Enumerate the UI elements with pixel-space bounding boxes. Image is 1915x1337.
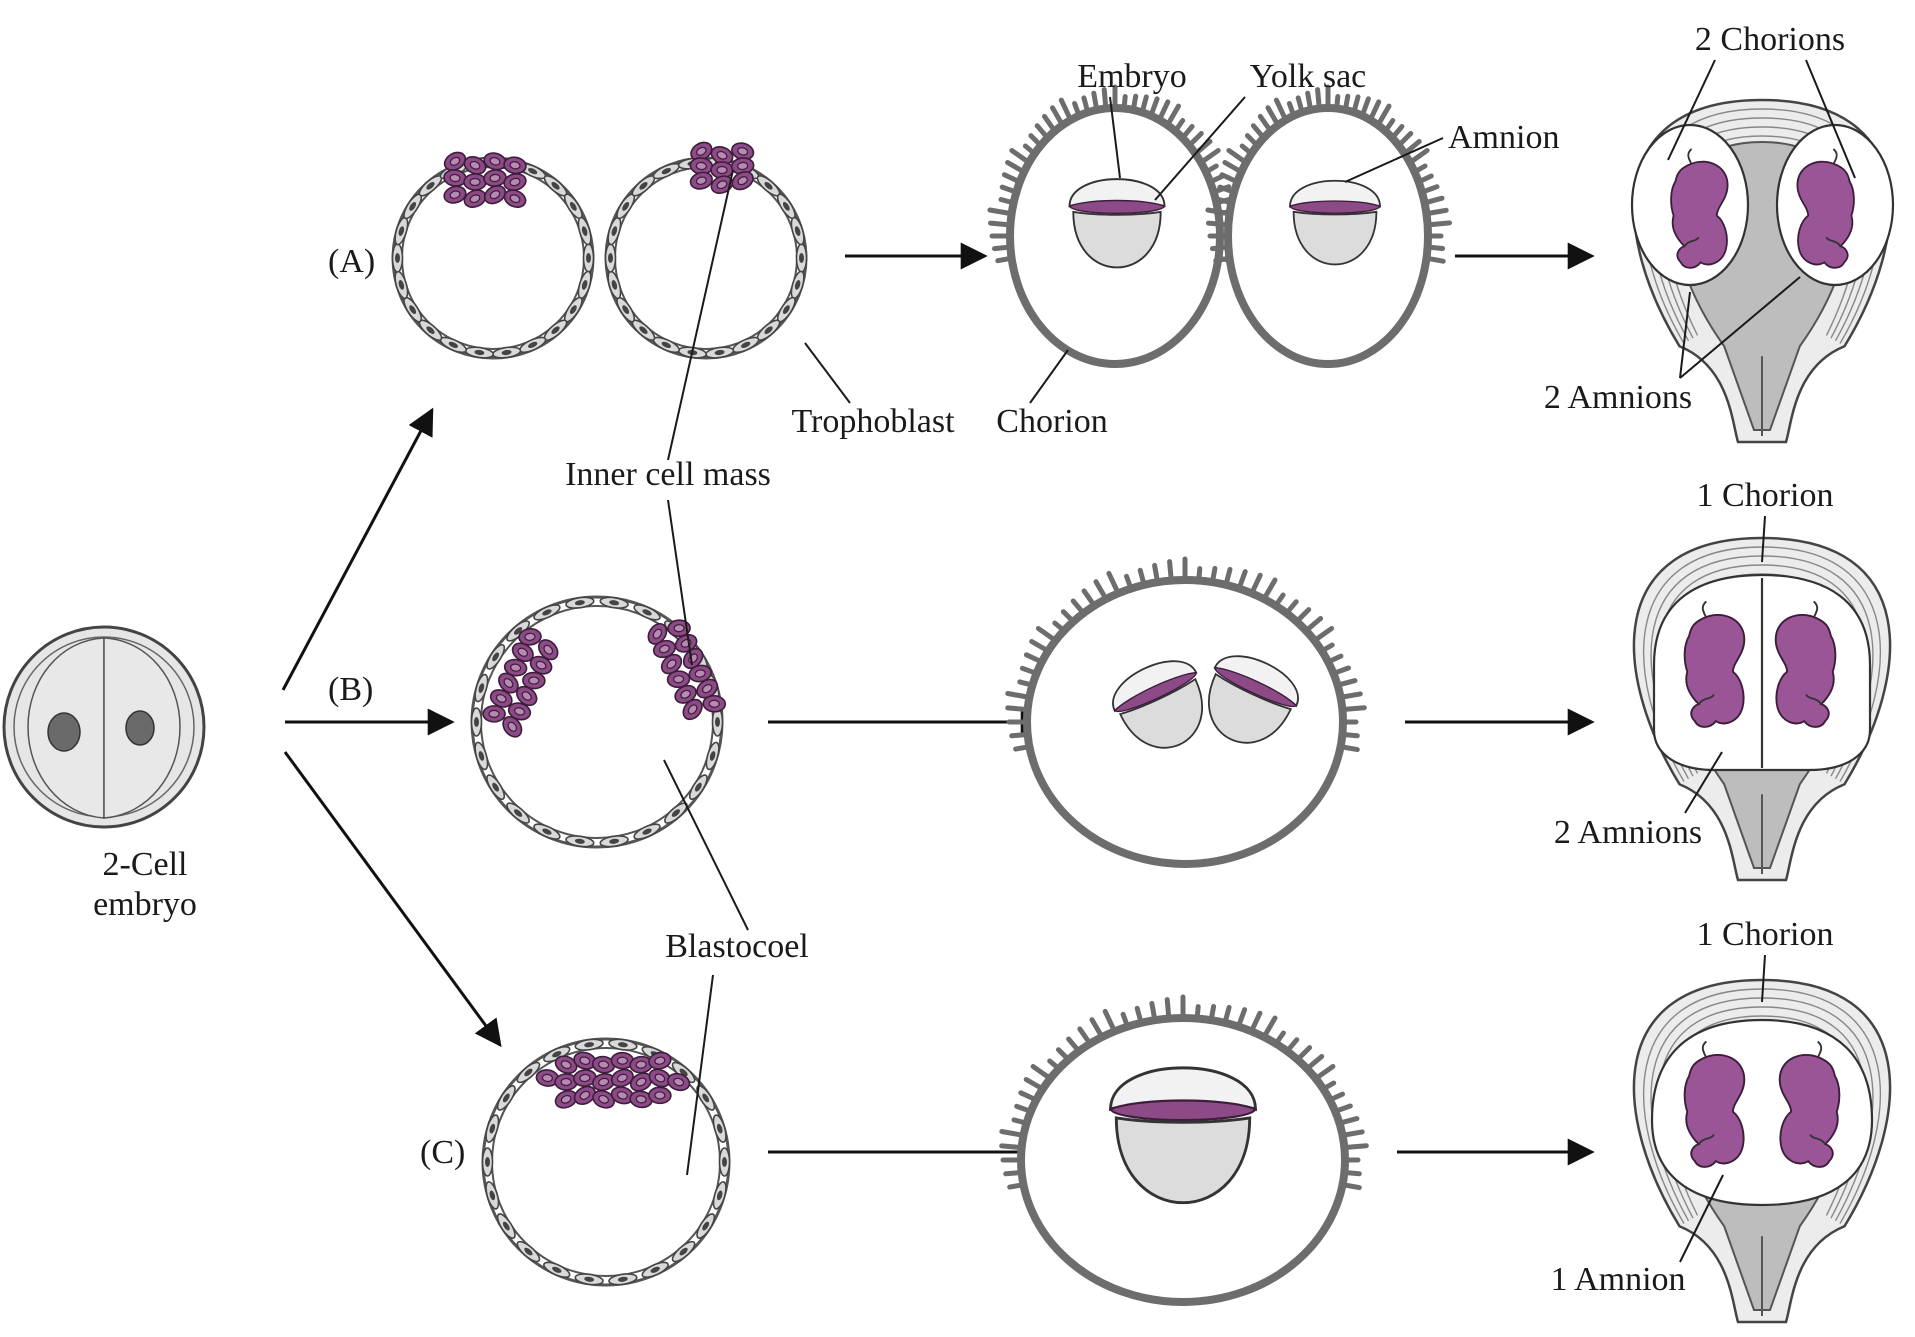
inner-cell-mass-a-left xyxy=(441,149,528,210)
icm-nucleus xyxy=(470,179,480,186)
embryonic-disc xyxy=(1111,1101,1256,1121)
chorion-a-left xyxy=(990,87,1242,364)
trophoblast-nucleus xyxy=(799,253,804,263)
nucleus-left xyxy=(48,713,80,751)
icm-nucleus xyxy=(674,625,684,632)
trophoblast-nucleus xyxy=(586,253,591,263)
icm-nucleus xyxy=(717,167,727,174)
icm-nucleus xyxy=(673,675,683,683)
blastocoel-label: Blastocoel xyxy=(665,928,809,965)
trophoblast-nucleus xyxy=(395,253,400,263)
two-cell-label-1: 2-Cell xyxy=(103,846,188,883)
embryo-label: Embryo xyxy=(1077,58,1187,95)
b-amnions-label: 2 Amnions xyxy=(1554,814,1702,851)
yolk-sac-label: Yolk sac xyxy=(1250,58,1367,95)
chorion-label: Chorion xyxy=(996,403,1107,440)
trophoblast-leader xyxy=(805,343,850,403)
trophoblast-label: Trophoblast xyxy=(791,403,955,440)
arrow-to-c xyxy=(285,752,500,1045)
icm-nucleus xyxy=(709,700,719,708)
inner-cell-mass-label: Inner cell mass xyxy=(565,456,771,493)
trophoblast-nucleus xyxy=(474,717,479,727)
embryonic-disc xyxy=(1290,201,1380,213)
trophoblast-nucleus xyxy=(485,1157,490,1167)
trophoblast-inner xyxy=(615,167,797,349)
c-chorion-label: 1 Chorion xyxy=(1697,916,1834,953)
chorion-a-right xyxy=(1208,87,1450,364)
amnion-label: Amnion xyxy=(1448,119,1559,156)
chorion-b xyxy=(1008,559,1365,864)
path-a-label: (A) xyxy=(328,243,375,280)
a-chorions-label: 2 Chorions xyxy=(1695,21,1845,58)
arrow-to-a xyxy=(283,410,432,690)
icm-nucleus xyxy=(525,633,536,641)
icm-nucleus xyxy=(655,1092,665,1099)
two-cell-label-2: embryo xyxy=(93,886,197,923)
trophoblast-nucleus xyxy=(608,253,613,263)
nucleus-right xyxy=(126,711,154,745)
inner-cell-mass-c xyxy=(535,1050,691,1111)
icm-nucleus xyxy=(529,677,539,684)
inner-cell-mass-a-right xyxy=(688,139,756,196)
trophoblast-nucleus xyxy=(722,1157,727,1167)
inner-cell-mass-b-left xyxy=(483,628,561,740)
c-amnion-label: 1 Amnion xyxy=(1550,1261,1685,1298)
icm-nucleus xyxy=(617,1057,627,1064)
trophoblast-nucleus xyxy=(715,717,720,727)
amnion-sac-c xyxy=(1652,1020,1872,1205)
chorion-leader xyxy=(1030,350,1068,403)
two-cell-embryo xyxy=(4,627,204,827)
path-c-label: (C) xyxy=(420,1134,465,1171)
path-b-label: (B) xyxy=(328,671,373,708)
b-chorion-label: 1 Chorion xyxy=(1697,477,1834,514)
inner-cell-mass-b-right xyxy=(645,620,726,723)
a-amnions-label: 2 Amnions xyxy=(1544,379,1692,416)
icm-leader-a xyxy=(668,170,733,460)
icm-nucleus xyxy=(489,710,499,717)
icm-nucleus xyxy=(561,1079,571,1086)
icm-nucleus xyxy=(636,1061,647,1069)
embryonic-disc xyxy=(1070,201,1165,214)
chorion-c xyxy=(1002,997,1367,1302)
